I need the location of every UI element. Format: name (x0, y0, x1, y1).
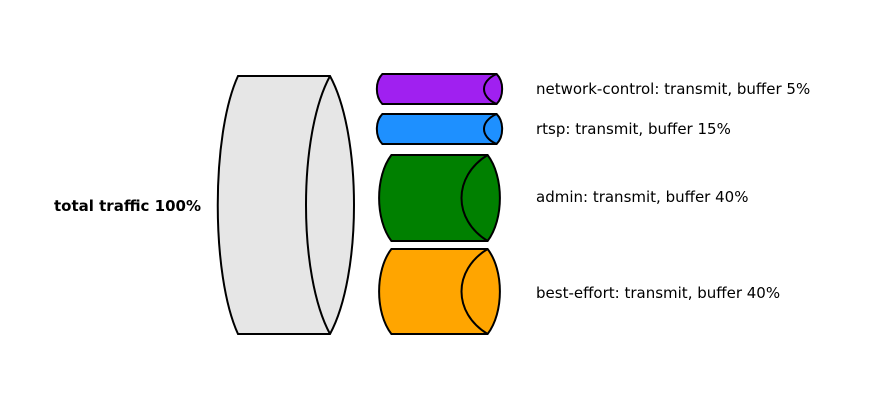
queue-cylinders (375, 73, 504, 335)
total-traffic-body (216, 75, 355, 335)
queue-cylinder-best-effort (378, 248, 501, 335)
queue-end-cap-best-effort (460, 248, 489, 335)
queue-cylinder-network-control (375, 73, 504, 105)
queue-label-rtsp: rtsp: transmit, buffer 15% (536, 120, 731, 138)
queue-body-admin (378, 154, 501, 242)
queue-end-cap-rtsp (483, 113, 498, 145)
total-traffic-inner-edge (305, 75, 331, 335)
queue-label-best-effort: best-effort: transmit, buffer 40% (536, 284, 781, 302)
queue-label-admin: admin: transmit, buffer 40% (536, 188, 749, 206)
queue-end-cap-admin (460, 154, 489, 242)
queue-cylinder-rtsp (375, 113, 504, 145)
queue-cylinder-admin (378, 154, 501, 242)
queue-end-cap-network-control (483, 73, 498, 105)
queue-body-best-effort (378, 248, 501, 335)
queue-label-network-control: network-control: transmit, buffer 5% (536, 80, 811, 98)
total-traffic-cylinder (216, 75, 355, 335)
total-traffic-label: total traffic 100% (54, 197, 202, 215)
